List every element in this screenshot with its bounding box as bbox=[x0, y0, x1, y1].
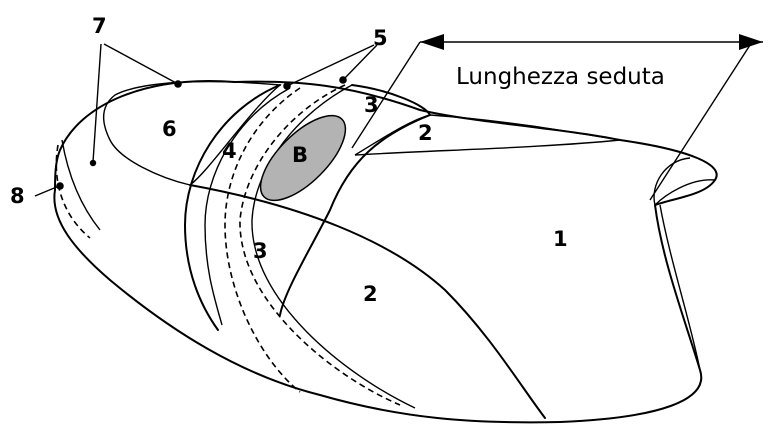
callout-7-leader-a bbox=[92, 43, 102, 163]
pad-outline bbox=[103, 80, 282, 186]
label-band-3-upper: 3 bbox=[364, 93, 379, 117]
label-callout-8: 8 bbox=[10, 184, 25, 208]
label-pad-6: 6 bbox=[162, 117, 177, 141]
label-callout-5: 5 bbox=[373, 26, 388, 50]
callout-7-leader-b bbox=[103, 43, 179, 85]
callout-7-dot-b bbox=[174, 80, 182, 88]
side-panel-front-bottom bbox=[354, 139, 621, 156]
label-band-3-lower: 3 bbox=[253, 239, 268, 263]
seat-outline bbox=[53, 80, 718, 424]
seat-tail-curve bbox=[653, 157, 691, 206]
callout-8-dot bbox=[56, 182, 64, 190]
label-side-2-front: 2 bbox=[418, 121, 433, 145]
label-insert-b: B bbox=[292, 143, 308, 167]
side-lower-boundary bbox=[189, 184, 546, 419]
dimension-extension-left bbox=[351, 41, 421, 149]
band-dashed-seam-outer bbox=[204, 87, 291, 326]
callout-5-leader-a bbox=[286, 44, 375, 87]
callout-5-dot-b bbox=[339, 76, 347, 84]
dimension-arrow-right bbox=[739, 34, 763, 50]
label-side-2-lower: 2 bbox=[363, 282, 378, 306]
band3-right-edge bbox=[279, 84, 431, 316]
callout-5-dot-a bbox=[283, 82, 291, 90]
callout-7-dot-a bbox=[89, 159, 97, 167]
dimension-arrow-left bbox=[420, 34, 444, 50]
band3-dashed-seam bbox=[239, 84, 401, 406]
side-panel-front bbox=[354, 114, 621, 156]
band3-inner-edge bbox=[251, 84, 416, 409]
nose-inner-edge bbox=[61, 139, 101, 231]
seat-tail-inner bbox=[654, 179, 716, 206]
band-outer-edge bbox=[184, 84, 281, 331]
seat-right-boundary bbox=[659, 204, 701, 371]
callout-8-leader bbox=[34, 185, 60, 197]
label-seat-1: 1 bbox=[553, 227, 568, 251]
nose-dashed-seam bbox=[55, 144, 91, 239]
callout-5-leader-b bbox=[342, 44, 378, 81]
dimension-label: Lunghezza seduta bbox=[456, 64, 665, 90]
label-callout-7: 7 bbox=[92, 14, 107, 38]
band-dashed-seam bbox=[224, 87, 301, 393]
insert-b bbox=[259, 114, 347, 202]
dimension-extension-right bbox=[649, 41, 753, 201]
label-band-4: 4 bbox=[222, 139, 237, 163]
